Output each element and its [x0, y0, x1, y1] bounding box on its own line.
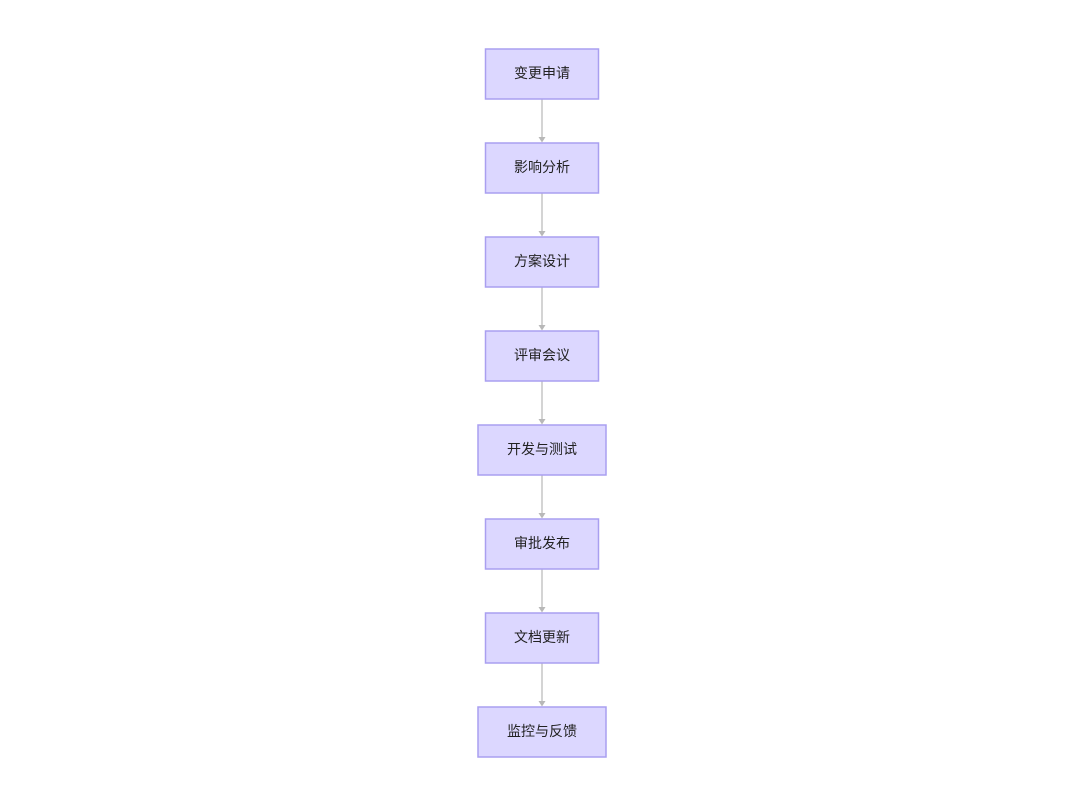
flow-node-box — [484, 236, 600, 288]
flow-node-box — [484, 612, 600, 664]
flow-edge-4 — [538, 381, 546, 425]
flow-node-6: 审批发布 — [484, 518, 600, 570]
arrow-head-icon — [538, 701, 546, 707]
flow-node-box — [484, 48, 600, 100]
arrow-head-icon — [538, 513, 546, 519]
arrow-head-icon — [538, 231, 546, 237]
flow-edge-5 — [538, 475, 546, 519]
edges-layer — [538, 99, 546, 707]
flow-edge-2 — [538, 193, 546, 237]
arrow-head-icon — [538, 325, 546, 331]
arrow-head-icon — [538, 607, 546, 613]
flow-edge-3 — [538, 287, 546, 331]
flow-node-2: 影响分析 — [484, 142, 600, 194]
flow-node-5: 开发与测试 — [477, 424, 607, 476]
flow-node-label: 文档更新 — [514, 630, 570, 646]
flow-node-label: 审批发布 — [514, 536, 570, 552]
flow-node-label: 影响分析 — [514, 160, 570, 176]
flow-node-label: 评审会议 — [514, 348, 570, 364]
flow-edge-6 — [538, 569, 546, 613]
flow-edge-1 — [538, 99, 546, 143]
flow-node-box — [484, 518, 600, 570]
flow-node-box — [484, 142, 600, 194]
flow-node-4: 评审会议 — [484, 330, 600, 382]
flow-node-label: 开发与测试 — [507, 442, 577, 458]
flow-node-3: 方案设计 — [484, 236, 600, 288]
arrow-head-icon — [538, 137, 546, 143]
flow-node-box — [477, 424, 607, 476]
flow-node-label: 变更申请 — [514, 66, 570, 82]
flow-edge-7 — [538, 663, 546, 707]
flow-node-box — [484, 330, 600, 382]
flow-node-8: 监控与反馈 — [477, 706, 607, 758]
flow-node-7: 文档更新 — [484, 612, 600, 664]
arrow-head-icon — [538, 419, 546, 425]
flow-node-label: 方案设计 — [514, 253, 570, 270]
flow-node-box — [477, 706, 607, 758]
flow-node-1: 变更申请 — [484, 48, 600, 100]
flow-node-label: 监控与反馈 — [507, 724, 577, 740]
